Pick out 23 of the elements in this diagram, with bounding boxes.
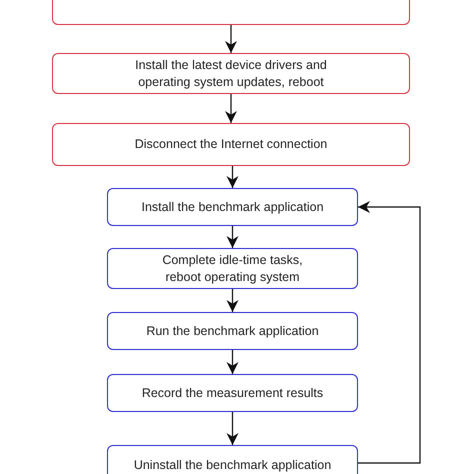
arrow	[226, 226, 238, 248]
process-box	[52, 123, 410, 166]
arrow	[226, 289, 238, 312]
arrow	[358, 201, 421, 464]
step-text: Disconnect the Internet connection	[134, 136, 328, 153]
step-text: Run the benchmark application	[145, 322, 320, 340]
process-box	[107, 312, 358, 350]
step-text: Uninstall the benchmark application	[132, 456, 332, 474]
process-box	[107, 188, 358, 226]
arrow	[226, 166, 238, 188]
process-box	[52, 0, 410, 25]
process-box	[107, 248, 358, 289]
arrow	[225, 94, 237, 123]
arrow	[225, 25, 237, 53]
step-text: Record the measurement results	[140, 384, 324, 402]
step-text: Complete idle-time tasks, reboot operating system	[161, 252, 304, 285]
arrow	[226, 350, 238, 374]
process-box	[107, 445, 358, 474]
step-text: Install the benchmark application	[140, 198, 325, 216]
arrow	[226, 412, 238, 445]
step-text: Install the latest device drivers and operating system updates, reboot	[134, 57, 328, 90]
process-box	[107, 374, 358, 412]
process-box	[52, 53, 410, 94]
